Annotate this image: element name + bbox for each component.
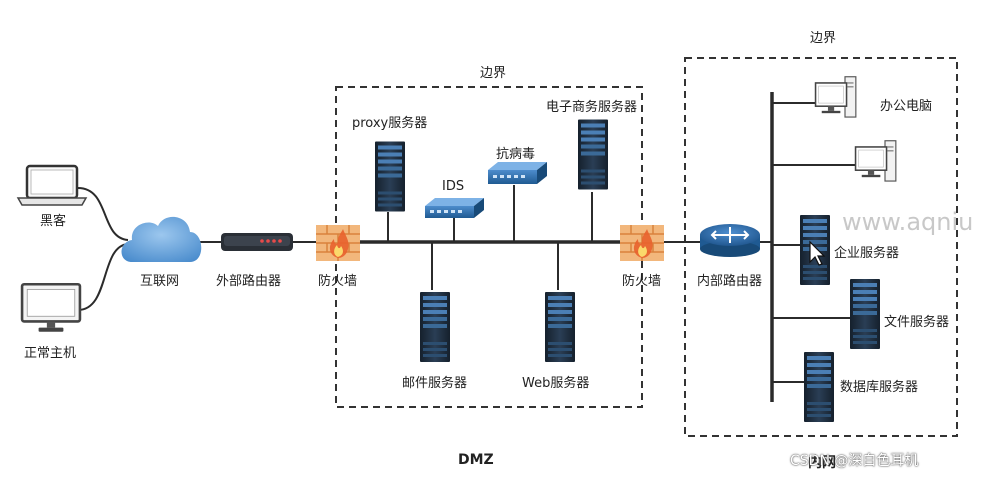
internet-label: 互联网 bbox=[140, 274, 180, 289]
csdn-credit: CSDN @深白色耳机 bbox=[790, 453, 919, 469]
mail-server-icon bbox=[420, 292, 450, 362]
file-server-label: 文件服务器 bbox=[884, 315, 950, 330]
mail-server-label: 邮件服务器 bbox=[402, 376, 468, 391]
firewall-left-icon bbox=[316, 225, 360, 261]
external-router-label: 外部路由器 bbox=[216, 274, 282, 289]
dmz-zone-label: DMZ bbox=[458, 452, 494, 468]
office-pc-2-icon bbox=[854, 139, 897, 182]
normal-host-label: 正常主机 bbox=[24, 346, 77, 361]
web-server-label: Web服务器 bbox=[522, 376, 590, 391]
firewall-right-label: 防火墙 bbox=[622, 274, 662, 289]
boundary-internal-label: 边界 bbox=[810, 31, 837, 46]
firewall-left-label: 防火墙 bbox=[318, 274, 358, 289]
hacker-laptop-icon bbox=[16, 164, 88, 206]
firewall-right-icon bbox=[620, 225, 664, 261]
hacker-label: 黑客 bbox=[40, 214, 67, 229]
internal-net-label: 内网 bbox=[808, 455, 836, 471]
ecommerce-server-icon bbox=[578, 119, 608, 190]
internal-router-label: 内部路由器 bbox=[697, 274, 763, 289]
cloud-icon bbox=[121, 216, 202, 262]
internal-router-icon bbox=[700, 224, 760, 257]
antivirus-label: 抗病毒 bbox=[496, 147, 536, 162]
database-server-icon bbox=[804, 352, 834, 422]
enterprise-server-label: 企业服务器 bbox=[834, 246, 900, 261]
cursor-icon bbox=[809, 240, 826, 266]
ecommerce-server-label: 电子商务服务器 bbox=[546, 100, 638, 115]
boundary-dmz-label: 边界 bbox=[480, 66, 507, 81]
office-pc-icon bbox=[814, 75, 857, 118]
external-router-icon bbox=[221, 233, 293, 251]
internal-boundary bbox=[684, 57, 958, 437]
office-pc-label: 办公电脑 bbox=[880, 99, 933, 114]
connection-lines bbox=[77, 92, 858, 402]
database-server-label: 数据库服务器 bbox=[840, 380, 919, 395]
watermark: www.aqniu bbox=[842, 208, 974, 236]
proxy-server-label: proxy服务器 bbox=[352, 116, 428, 131]
file-server-icon bbox=[850, 279, 880, 349]
ids-device-icon bbox=[425, 198, 484, 218]
normal-host-monitor-icon bbox=[20, 282, 82, 334]
antivirus-device-icon bbox=[488, 162, 547, 184]
web-server-icon bbox=[545, 292, 575, 362]
proxy-server-icon bbox=[375, 141, 405, 212]
ids-label: IDS bbox=[442, 179, 465, 194]
